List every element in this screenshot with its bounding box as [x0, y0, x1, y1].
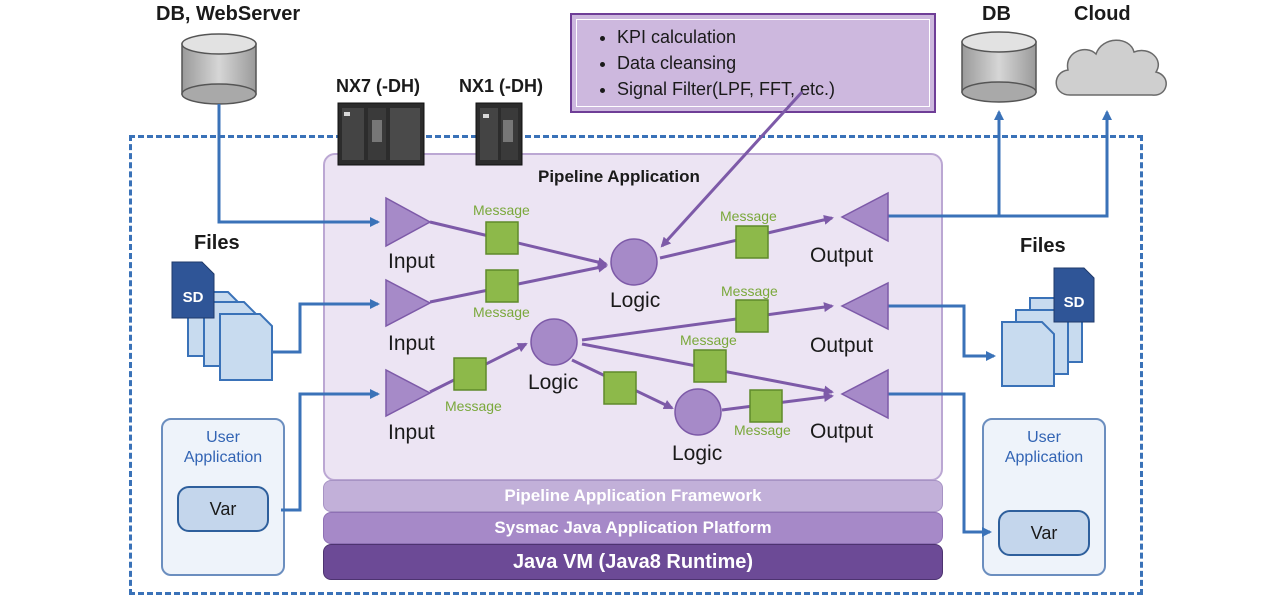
files-right-title: Files [1020, 235, 1066, 257]
callout-item: KPI calculation [617, 24, 929, 50]
var-right: Var [998, 510, 1090, 556]
output-nodes [840, 191, 889, 420]
cloud-title: Cloud [1074, 3, 1131, 25]
callout-item: Data cleansing [617, 50, 929, 76]
input-label-1: Input [388, 250, 435, 273]
message-label: Message [734, 422, 791, 438]
input-triangle-2 [385, 278, 432, 328]
callout-box: KPI calculation Data cleansing Signal Fi… [570, 13, 936, 113]
message-square [453, 357, 487, 391]
platform-layer: Sysmac Java Application Platform [323, 512, 943, 544]
user-application-left: User Application Var [161, 418, 285, 576]
output-triangle-1 [840, 191, 889, 243]
input-triangle-3 [385, 368, 432, 418]
logic-label-2: Logic [528, 371, 579, 394]
message-label: Message [720, 208, 777, 224]
message-label: Message [445, 398, 502, 414]
logic-circle-3 [674, 388, 722, 436]
files-right-stack-icon: SD [1001, 267, 1095, 387]
db-webserver-cylinder-icon [181, 33, 257, 105]
message-square [485, 269, 519, 303]
output-triangle-2 [840, 281, 889, 331]
user-application-right: User Application Var [982, 418, 1106, 576]
nx1-label: NX1 (-DH) [459, 76, 543, 96]
pipeline-application-title: Pipeline Application [538, 167, 700, 186]
callout-list: KPI calculation Data cleansing Signal Fi… [577, 20, 929, 102]
message-squares [453, 221, 783, 423]
user-application-right-title: User Application [1004, 429, 1084, 466]
framework-layer: Pipeline Application Framework [323, 480, 943, 512]
db-cylinder-icon [961, 31, 1037, 103]
callout-item: Signal Filter(LPF, FFT, etc.) [617, 76, 929, 102]
message-label: Message [721, 283, 778, 299]
message-square [485, 221, 519, 255]
java-vm-layer-label: Java VM (Java8 Runtime) [512, 551, 754, 573]
message-label: Message [473, 202, 530, 218]
message-square [735, 299, 769, 333]
java-vm-layer: Java VM (Java8 Runtime) [323, 544, 943, 580]
logic-label-1: Logic [610, 289, 661, 312]
user-application-left-title: User Application [183, 429, 263, 466]
nx1-controller-icon [475, 102, 523, 166]
input-label-3: Input [388, 421, 435, 444]
logic-circle-2 [530, 318, 578, 366]
output-label-2: Output [810, 334, 874, 357]
system-boundary [129, 135, 1143, 595]
external-flow-arrows [217, 104, 1112, 537]
sd-card-left-label: SD [183, 289, 204, 306]
cloud-icon [1055, 39, 1167, 96]
logic-label-3: Logic [672, 442, 723, 465]
input-triangle-1 [385, 196, 432, 248]
logic-nodes [530, 238, 722, 436]
db-webserver-title: DB, WebServer [156, 3, 301, 25]
sd-card-right-label: SD [1064, 294, 1085, 311]
output-label-3: Output [810, 420, 874, 443]
message-square [693, 349, 727, 383]
message-square [603, 371, 637, 405]
files-left-title: Files [194, 232, 240, 254]
output-triangle-3 [840, 368, 889, 420]
nx7-controller-icon [337, 102, 425, 166]
logic-circle-1 [610, 238, 658, 286]
message-label: Message [473, 304, 530, 320]
files-left-stack-icon: SD [171, 261, 273, 381]
nx7-label: NX7 (-DH) [336, 76, 420, 96]
platform-layer-label: Sysmac Java Application Platform [494, 518, 772, 537]
framework-layer-label: Pipeline Application Framework [504, 486, 762, 505]
db-title: DB [982, 3, 1011, 25]
input-nodes [385, 196, 432, 418]
input-label-2: Input [388, 332, 435, 355]
output-label-1: Output [810, 244, 874, 267]
message-label: Message [680, 332, 737, 348]
message-square [749, 389, 783, 423]
message-square [735, 225, 769, 259]
var-left: Var [177, 486, 269, 532]
